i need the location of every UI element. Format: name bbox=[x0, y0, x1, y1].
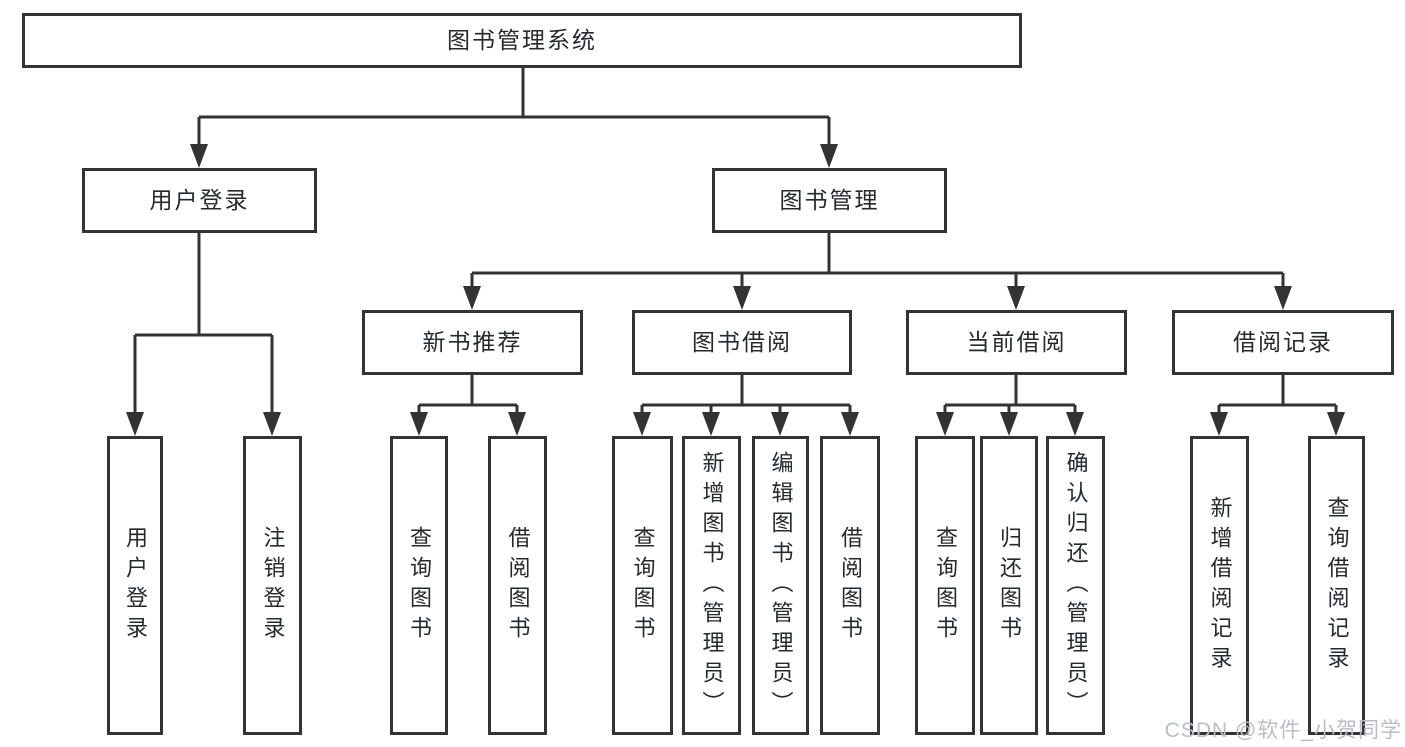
node-label: 用户登录 bbox=[149, 187, 250, 213]
leaf-user-login: 用户登录 bbox=[107, 436, 163, 735]
node-label: 新增图书（管理员） bbox=[699, 450, 725, 721]
connector-path-root-to-level2 bbox=[197, 68, 831, 156]
node-label: 借阅记录 bbox=[1233, 329, 1333, 355]
arrowhead-icon bbox=[1327, 412, 1345, 436]
node-label: 新增借阅记录 bbox=[1207, 495, 1233, 676]
arrowhead-icon bbox=[410, 412, 428, 436]
arrowhead-icon bbox=[936, 412, 954, 436]
node-label: 注销登录 bbox=[260, 525, 286, 646]
node-borrowing-records: 借阅记录 bbox=[1172, 310, 1394, 375]
connector-path-recommend-to-leaves bbox=[417, 375, 519, 424]
arrowhead-icon bbox=[1000, 412, 1018, 436]
node-label: 查询借阅记录 bbox=[1324, 495, 1350, 676]
node-label: 查询图书 bbox=[933, 525, 958, 646]
node-library-system: 图书管理系统 bbox=[22, 13, 1022, 68]
node-label: 借阅图书 bbox=[505, 525, 531, 646]
arrowhead-icon bbox=[263, 412, 281, 436]
arrowhead-icon bbox=[463, 286, 481, 310]
node-user-login-group: 用户登录 bbox=[82, 168, 317, 233]
node-label: 借阅图书 bbox=[838, 525, 863, 646]
arrowhead-icon bbox=[820, 144, 838, 168]
connector-path-bookmgmt-to-level3 bbox=[470, 233, 1285, 298]
node-label: 新书推荐 bbox=[422, 329, 523, 355]
leaf-logout-login: 注销登录 bbox=[243, 436, 302, 735]
leaf-add-borrow-record: 新增借阅记录 bbox=[1190, 436, 1249, 735]
leaf-return-books: 归还图书 bbox=[980, 436, 1038, 735]
leaf-query-books-current: 查询图书 bbox=[915, 436, 975, 735]
connector-path-borrowing-to-leaves bbox=[640, 375, 852, 424]
leaf-borrow-books-recommend: 借阅图书 bbox=[488, 436, 547, 735]
leaf-edit-book-admin: 编辑图书（管理员） bbox=[752, 436, 809, 735]
leaf-query-books-borrowing: 查询图书 bbox=[612, 436, 673, 735]
node-label: 用户登录 bbox=[123, 525, 148, 646]
leaf-add-book-admin: 新增图书（管理员） bbox=[682, 436, 741, 735]
connector-path-records-to-leaves bbox=[1217, 375, 1338, 424]
node-book-management: 图书管理 bbox=[712, 168, 947, 233]
arrowhead-icon bbox=[733, 286, 751, 310]
leaf-confirm-return-admin: 确认归还（管理员） bbox=[1046, 436, 1105, 735]
arrowhead-icon bbox=[1210, 412, 1228, 436]
node-book-borrowing: 图书借阅 bbox=[632, 310, 852, 375]
leaf-query-books-recommend: 查询图书 bbox=[390, 436, 448, 735]
arrowhead-icon bbox=[841, 412, 859, 436]
arrowhead-icon bbox=[702, 412, 720, 436]
arrowhead-icon bbox=[633, 412, 651, 436]
watermark: CSDN @软件_小贺同学 bbox=[1164, 719, 1402, 742]
arrowhead-icon bbox=[1274, 286, 1292, 310]
node-label: 编辑图书（管理员） bbox=[768, 450, 794, 721]
node-label: 查询图书 bbox=[407, 525, 432, 646]
connector-path-userlogin-to-leaves bbox=[133, 233, 274, 424]
node-new-book-recommend: 新书推荐 bbox=[362, 310, 583, 375]
arrowhead-icon bbox=[1007, 286, 1025, 310]
arrowhead-icon bbox=[126, 412, 144, 436]
node-label: 图书借阅 bbox=[692, 329, 792, 355]
arrowhead-icon bbox=[190, 144, 208, 168]
node-label: 图书管理系统 bbox=[447, 27, 597, 53]
arrowhead-icon bbox=[508, 412, 526, 436]
node-label: 当前借阅 bbox=[966, 329, 1067, 355]
node-label: 图书管理 bbox=[779, 187, 880, 213]
leaf-query-borrow-record: 查询借阅记录 bbox=[1308, 436, 1365, 735]
arrowhead-icon bbox=[1066, 412, 1084, 436]
node-label: 查询图书 bbox=[630, 525, 656, 646]
leaf-borrow-books-borrowing: 借阅图书 bbox=[820, 436, 880, 735]
node-label: 归还图书 bbox=[997, 525, 1022, 646]
arrowhead-icon bbox=[771, 412, 789, 436]
node-label: 确认归还（管理员） bbox=[1063, 450, 1089, 721]
node-current-borrowing: 当前借阅 bbox=[906, 310, 1127, 375]
